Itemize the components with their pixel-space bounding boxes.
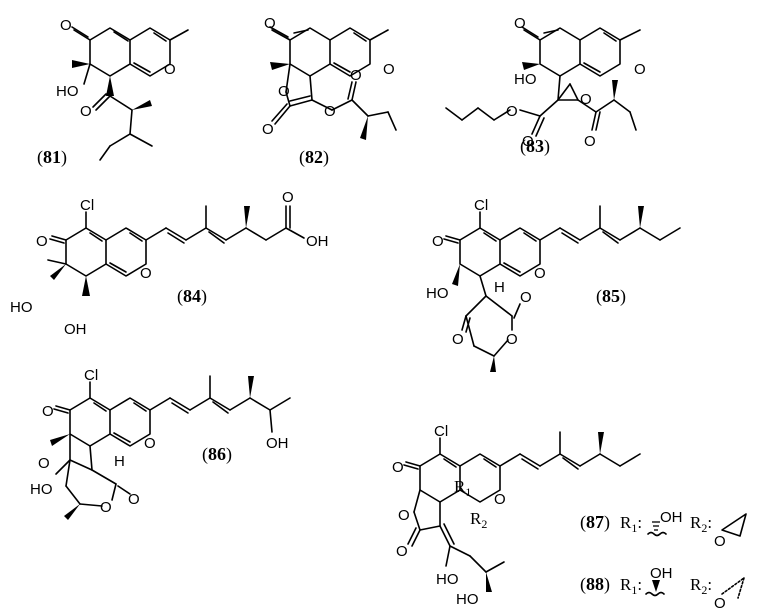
atom-cl-87: Cl — [434, 423, 448, 440]
atom-o-82-pyran: O — [383, 61, 395, 78]
icon-88-r1-oh-wedge — [645, 580, 665, 597]
atom-88-oh: OH — [650, 565, 673, 582]
atom-o-84-ketone: O — [36, 233, 48, 250]
structure-86 — [50, 375, 291, 520]
atom-o-83-ketone2: O — [584, 133, 596, 150]
atom-o-84-pyran: O — [140, 265, 152, 282]
atom-o-86-pyran: O — [144, 435, 156, 452]
atom-o-87-lactone: O — [398, 507, 410, 524]
compound-label-85: (85) — [596, 286, 626, 307]
compound-label-87: (87) — [580, 512, 610, 533]
icon-87-r1-oh-hashed — [647, 521, 667, 537]
atom-o-83-ester-co: O — [522, 133, 534, 150]
label-r2: R2 — [470, 509, 487, 531]
atom-ho-85: HO — [426, 285, 449, 302]
atom-o-85-ketone2: O — [452, 331, 464, 348]
atom-o-82-ester: O — [324, 103, 336, 120]
label-87-r1: R1: — [620, 513, 642, 535]
atom-88-epoxide-o: O — [714, 595, 726, 612]
atom-o-87-lactone-co: O — [396, 543, 408, 560]
atom-o-87-ketone: O — [392, 459, 404, 476]
atom-o-82-lactone: O — [278, 83, 290, 100]
atom-o-85-pyran: O — [534, 265, 546, 282]
compound-label-86: (86) — [202, 444, 232, 465]
structure-82 — [269, 26, 397, 140]
compound-label-82: (82) — [299, 147, 329, 168]
atom-cl-84: Cl — [80, 197, 94, 214]
atom-ho-87-enol: HO — [436, 571, 459, 588]
structure-85 — [443, 205, 681, 372]
atom-o-83-ester: O — [506, 103, 518, 120]
compound-label-84: (84) — [177, 286, 207, 307]
atom-o-86-lactone: O — [100, 499, 112, 516]
atom-ho-84: HO — [10, 299, 33, 316]
icon-87-r2-epoxide — [721, 513, 747, 537]
label-88-r2: R2: — [690, 575, 712, 597]
structure-81 — [71, 26, 189, 161]
structure-84 — [47, 205, 305, 296]
atom-o-86-lactone-co: O — [128, 491, 140, 508]
structure-87-88-core — [403, 431, 641, 592]
label-r1: R1 — [454, 477, 471, 499]
atom-o-85-lactone-co: O — [520, 289, 532, 306]
atom-h-85: H — [494, 279, 505, 296]
atom-ho-87-side: HO — [456, 591, 479, 608]
compound-label-88: (88) — [580, 574, 610, 595]
atom-ho-83: HO — [514, 71, 537, 88]
atom-o-84-acid: O — [282, 189, 294, 206]
atom-o-85-ketone: O — [432, 233, 444, 250]
atom-o-86-ketone: O — [42, 403, 54, 420]
atom-o-87-pyran: O — [494, 491, 506, 508]
atom-oh-86: OH — [266, 435, 289, 452]
atom-87-epoxide-o: O — [714, 533, 726, 550]
atom-ho-81: HO — [56, 83, 79, 100]
atom-oh-84-acid: OH — [306, 233, 329, 250]
atom-87-oh: OH — [660, 509, 683, 526]
label-87-r2: R2: — [690, 513, 712, 535]
label-88-r1: R1: — [620, 575, 642, 597]
compound-label-81: (81) — [37, 147, 67, 168]
atom-o-83-pyran: O — [634, 61, 646, 78]
atom-o-82-ester-co: O — [350, 67, 362, 84]
structure-83 — [445, 26, 641, 137]
atom-o-83-ketone: O — [514, 15, 526, 32]
atom-o-83-epoxide: O — [580, 91, 592, 108]
atom-ho-86: HO — [30, 481, 53, 498]
atom-o-81-pyran: O — [164, 61, 176, 78]
atom-h-86: H — [114, 453, 125, 470]
icon-88-r2-epoxide — [721, 577, 745, 599]
atom-o-82-ketone: O — [264, 15, 276, 32]
atom-cl-85: Cl — [474, 197, 488, 214]
atom-o-81-ketone: O — [60, 17, 72, 34]
atom-cl-86: Cl — [84, 367, 98, 384]
atom-o-86-furan: O — [38, 455, 50, 472]
atom-o-82-carbonyl: O — [262, 121, 274, 138]
atom-o-85-lactone: O — [506, 331, 518, 348]
compound-label-83: (83) — [520, 136, 550, 157]
atom-o-81-acyl: O — [80, 103, 92, 120]
atom-oh-84: OH — [64, 321, 87, 338]
